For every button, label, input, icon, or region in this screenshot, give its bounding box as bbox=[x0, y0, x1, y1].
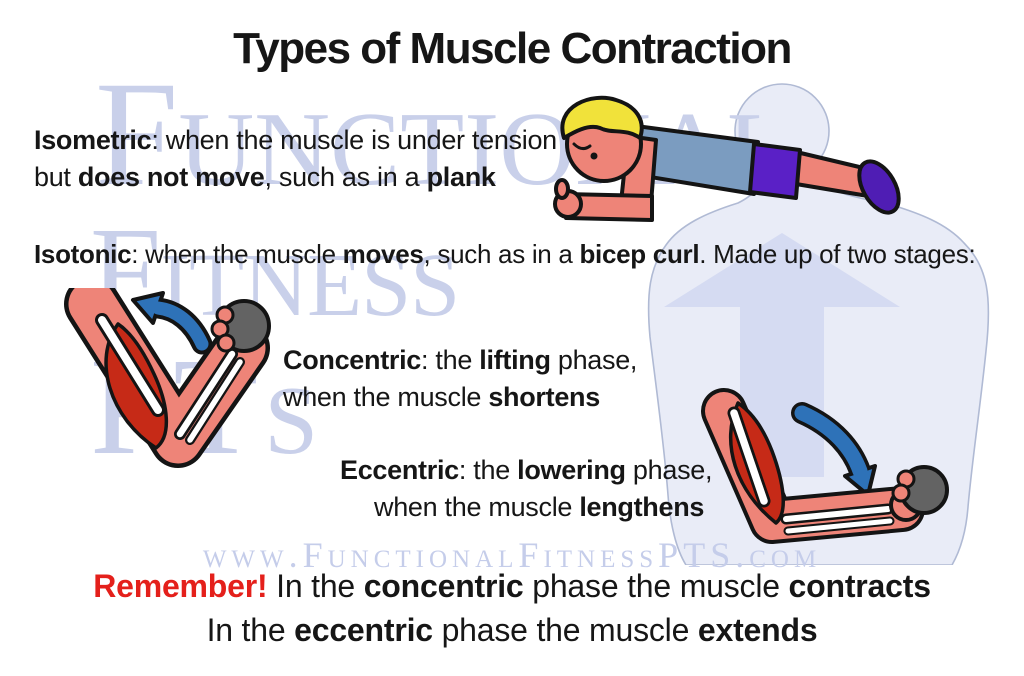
isometric-line-2: but does not move, such as in a plank bbox=[34, 162, 496, 192]
concentric-line-1: Concentric: the lifting phase, bbox=[283, 345, 638, 375]
plank-mouth bbox=[590, 152, 598, 160]
plank-shorts bbox=[748, 142, 802, 200]
isometric-term: Isometric bbox=[34, 125, 152, 155]
lower-down-arrow-icon bbox=[791, 402, 877, 497]
extended-arm-illustration bbox=[701, 388, 949, 544]
isometric-definition: Isometric: when the muscle is under tens… bbox=[34, 122, 557, 196]
remember-line-1: Remember! In the concentric phase the mu… bbox=[93, 568, 931, 604]
eccentric-term: Eccentric bbox=[340, 455, 459, 485]
plank-hair bbox=[560, 95, 644, 140]
concentric-line-2: when the muscle shortens bbox=[283, 382, 600, 412]
hand-fingers bbox=[891, 469, 916, 503]
concentric-definition: Concentric: the lifting phase, when the … bbox=[283, 342, 637, 416]
hand-fingers bbox=[210, 305, 236, 353]
page-title: Types of Muscle Contraction bbox=[233, 24, 792, 73]
arm-bones bbox=[95, 313, 245, 445]
isotonic-term: Isotonic bbox=[34, 239, 132, 269]
silhouette-up-arrow bbox=[664, 233, 900, 477]
plank-thumb bbox=[554, 178, 570, 200]
isotonic-definition: Isotonic: when the muscle moves, such as… bbox=[34, 239, 976, 269]
eccentric-line-2: when the muscle lengthens bbox=[374, 492, 705, 522]
concentric-term: Concentric bbox=[283, 345, 422, 375]
watermark-url: www.FunctionalFitnessPTS.com bbox=[202, 535, 822, 575]
plank-closed-eye bbox=[572, 142, 592, 151]
curl-up-arrow-icon bbox=[131, 291, 213, 355]
bicep-curl-arm-illustration bbox=[64, 288, 271, 468]
isometric-line-1: Isometric: when the muscle is under tens… bbox=[34, 125, 557, 155]
arm-bones bbox=[727, 406, 895, 536]
plank-illustration bbox=[553, 95, 901, 222]
plank-shoe bbox=[857, 159, 901, 215]
remember-lead: Remember! bbox=[93, 568, 268, 604]
eccentric-line-1: Eccentric: the lowering phase, bbox=[340, 455, 713, 485]
remember-line-2: In the eccentric phase the muscle extend… bbox=[206, 612, 818, 648]
